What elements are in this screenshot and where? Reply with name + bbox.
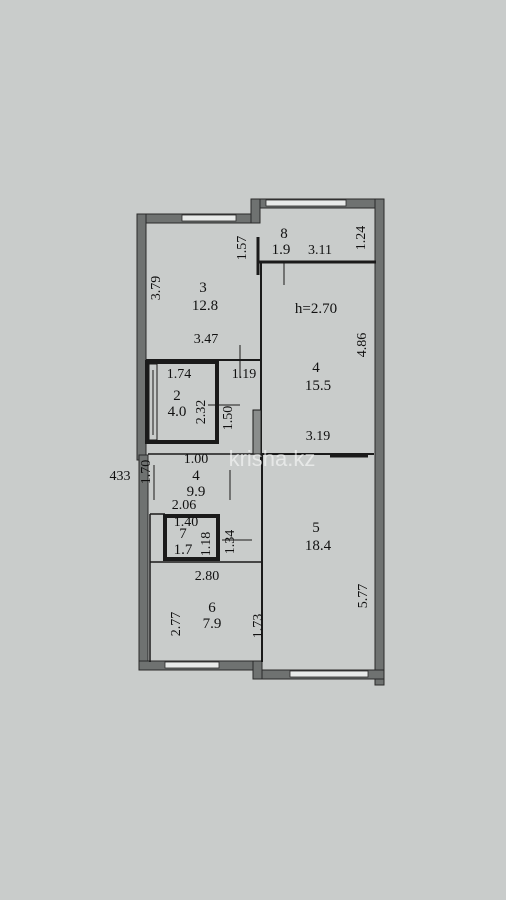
dim-3-47: 3.47 — [194, 332, 219, 347]
dim-5-77: 5.77 — [356, 584, 371, 609]
room-8-area: 1.9 — [272, 242, 291, 258]
room-8-number: 8 — [280, 226, 288, 242]
room-4-living-number: 4 — [312, 360, 320, 376]
room-7-area: 1.7 — [174, 542, 193, 558]
room-4-hall-number: 4 — [192, 468, 200, 484]
room-2-area: 4.0 — [168, 404, 187, 420]
dim-3-19: 3.19 — [306, 429, 331, 444]
room-3-number: 3 — [199, 280, 207, 296]
dim-3-11: 3.11 — [308, 243, 332, 258]
dim-4-86: 4.86 — [355, 333, 370, 358]
dim-1-73: 1.73 — [251, 614, 266, 639]
room-5-area: 18.4 — [305, 538, 332, 554]
dimension-labels: 3.11 3.47 1.74 1.19 3.19 1.00 433 2.06 1… — [110, 243, 332, 584]
room-4-hall-area: 9.9 — [187, 484, 206, 500]
dim-1-18: 1.18 — [199, 532, 214, 557]
room-7-number: 7 — [179, 526, 187, 542]
dim-1-40: 1.40 — [174, 515, 199, 530]
dim-2-77: 2.77 — [169, 612, 184, 637]
dim-2-32: 2.32 — [194, 400, 209, 425]
dim-1-70: 1.70 — [139, 460, 154, 485]
dim-1-19: 1.19 — [232, 367, 257, 382]
dim-3-79: 3.79 — [149, 276, 164, 301]
room-6-number: 6 — [208, 600, 216, 616]
door-marks — [153, 262, 368, 541]
dim-1-50: 1.50 — [221, 406, 236, 431]
room-4-living-area: 15.5 — [305, 378, 331, 394]
room-5-number: 5 — [312, 520, 320, 536]
window-room-8 — [265, 199, 347, 207]
vertical-dimension-labels: 3.79 1.57 1.24 4.86 2.32 1.50 1.70 1.18 … — [139, 226, 371, 639]
window-room-3 — [181, 214, 237, 222]
dim-2-80: 2.80 — [195, 569, 220, 584]
dim-2-06: 2.06 — [172, 498, 197, 513]
room-2-number: 2 — [173, 388, 181, 404]
room-3-area: 12.8 — [192, 298, 218, 314]
windows — [164, 199, 369, 678]
ceiling-height: h=2.70 — [295, 301, 337, 317]
dim-1-34: 1.34 — [223, 530, 238, 555]
dim-1-24: 1.24 — [354, 226, 369, 251]
window-room-5 — [289, 670, 369, 678]
dim-433: 433 — [110, 469, 131, 484]
watermark: krisha.kz — [229, 446, 316, 471]
bathroom-fixtures — [148, 363, 158, 441]
room-6-area: 7.9 — [203, 616, 222, 632]
dim-1-57: 1.57 — [235, 236, 250, 261]
room-labels: 3 12.8 8 1.9 4 15.5 2 4.0 4 9.9 5 18.4 7… — [168, 226, 337, 632]
dim-1-74: 1.74 — [167, 367, 192, 382]
window-room-6 — [164, 661, 220, 669]
dim-1-00: 1.00 — [184, 452, 209, 467]
